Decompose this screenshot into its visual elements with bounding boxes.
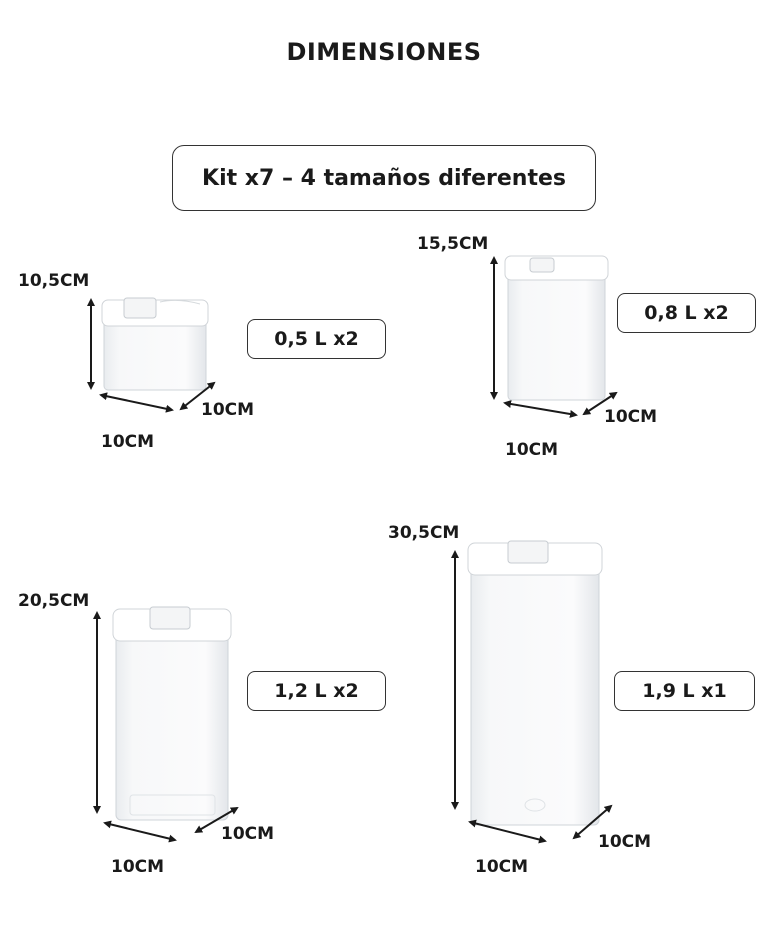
depth-label-large: 10CM xyxy=(221,824,275,844)
height-label-medium: 15,5CM xyxy=(417,234,489,254)
container-large xyxy=(112,606,232,821)
width-label-small: 10CM xyxy=(101,432,155,452)
container-xlarge xyxy=(467,540,603,826)
width-arrow-small xyxy=(99,392,174,413)
width-label-large: 10CM xyxy=(111,857,165,877)
depth-arrow-large xyxy=(194,806,239,834)
depth-arrow-xlarge xyxy=(572,804,613,840)
height-label-large: 20,5CM xyxy=(18,591,90,611)
height-label-xlarge: 30,5CM xyxy=(388,523,460,543)
container-medium xyxy=(504,255,609,401)
capacity-text-xlarge: 1,9 L x1 xyxy=(642,680,727,702)
width-label-xlarge: 10CM xyxy=(475,857,529,877)
capacity-text-large: 1,2 L x2 xyxy=(274,680,359,702)
capacity-badge-small: 0,5 L x2 xyxy=(247,319,386,359)
page-title: DIMENSIONES xyxy=(286,38,482,66)
depth-label-medium: 10CM xyxy=(604,407,658,427)
depth-label-xlarge: 10CM xyxy=(598,832,652,852)
kit-label-text: Kit x7 – 4 tamaños diferentes xyxy=(202,165,566,191)
container-small xyxy=(101,297,209,391)
kit-label: Kit x7 – 4 tamaños diferentes xyxy=(172,145,596,211)
height-label-small: 10,5CM xyxy=(18,271,90,291)
depth-label-small: 10CM xyxy=(201,400,255,420)
capacity-badge-xlarge: 1,9 L x1 xyxy=(614,671,755,711)
width-arrow-large xyxy=(103,820,177,843)
width-arrow-xlarge xyxy=(468,819,547,844)
depth-arrow-small xyxy=(179,381,216,411)
capacity-badge-large: 1,2 L x2 xyxy=(247,671,386,711)
capacity-text-small: 0,5 L x2 xyxy=(274,328,359,350)
capacity-badge-medium: 0,8 L x2 xyxy=(617,293,756,333)
width-label-medium: 10CM xyxy=(505,440,559,460)
capacity-text-medium: 0,8 L x2 xyxy=(644,302,729,324)
width-arrow-medium xyxy=(503,400,578,418)
depth-arrow-medium xyxy=(582,391,618,416)
